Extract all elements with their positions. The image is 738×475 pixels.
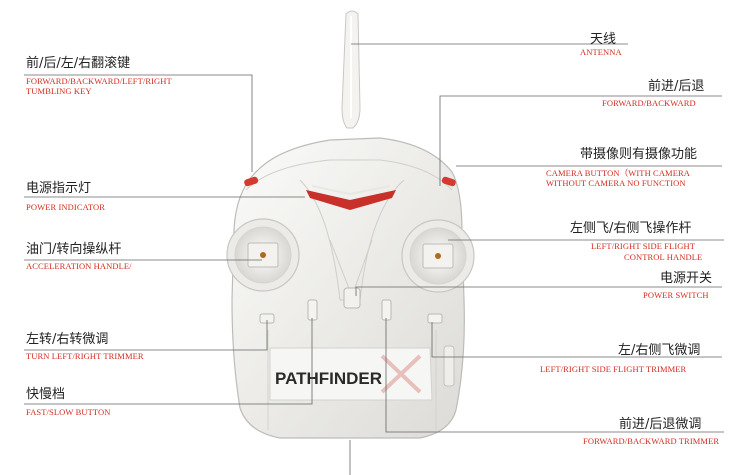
side-trimmer-label-en: LEFT/RIGHT SIDE FLIGHT TRIMMER: [540, 364, 687, 374]
acceleration-label-zh: 油门/转向操纵杆: [26, 242, 122, 257]
tumbling-key-button[interactable]: [243, 176, 259, 187]
side-slider: [443, 345, 455, 387]
tumbling-label-en-1: FORWARD/BACKWARD/LEFT/RIGHT: [26, 76, 172, 86]
tumbling-label-en-2: TUMBLING KEY: [26, 86, 92, 96]
power-switch-label-en: POWER SWITCH: [643, 290, 709, 300]
power-indicator-label-en: POWER INDICATOR: [26, 202, 106, 212]
camera-label-en-1: CAMERA BUTTON（WITH CAMERA: [546, 168, 691, 178]
side-flight-trimmer-button[interactable]: [427, 313, 443, 324]
fb-trimmer-label-en: FORWARD/BACKWARD TRIMMER: [583, 436, 720, 446]
side-flight-label-zh: 左侧飞/右侧飞操作杆: [570, 221, 692, 236]
acceleration-label-en: ACCELERATION HANDLE/: [26, 261, 132, 271]
antenna-label-en: ANTENNA: [580, 47, 622, 57]
antenna: [341, 10, 361, 129]
side-flight-label-en-2: CONTROL HANDLE: [624, 252, 703, 262]
fast-slow-label-en: FAST/SLOW BUTTON: [26, 407, 111, 417]
side-flight-label-en-1: LEFT/RIGHT SIDE FLIGHT: [591, 241, 696, 251]
fast-slow-label-zh: 快慢档: [26, 387, 66, 402]
forward-backward-label-en: FORWARD/BACKWARD: [602, 98, 696, 108]
brand-x-mark: [380, 354, 422, 394]
tumbling-label-zh: 前/后/左/右翻滚键: [26, 56, 131, 71]
power-switch[interactable]: [343, 287, 361, 309]
left-control-stick[interactable]: [226, 218, 300, 292]
camera-button[interactable]: [441, 176, 456, 187]
leader-lines: [24, 43, 724, 475]
fb-trimmer-label-zh: 前进/后退微调: [619, 417, 702, 432]
forward-backward-trimmer-button[interactable]: [381, 299, 392, 321]
turn-trimmer-label-zh: 左转/右转微调: [26, 332, 109, 347]
side-trimmer-label-zh: 左/右侧飞微调: [618, 343, 701, 358]
power-indicator-light: [306, 185, 396, 210]
camera-label-en-2: WITHOUT CAMERA NO FUNCTION: [546, 178, 686, 188]
power-switch-label-zh: 电源开关: [660, 271, 713, 286]
camera-label-zh: 带摄像则有摄像功能: [580, 147, 698, 162]
antenna-label-zh: 天线: [590, 32, 617, 47]
forward-backward-label-zh: 前进/后退: [648, 79, 705, 94]
right-control-stick[interactable]: [401, 219, 475, 293]
turn-trimmer-label-en: TURN LEFT/RIGHT TRIMMER: [26, 351, 144, 361]
power-indicator-label-zh: 电源指示灯: [26, 181, 92, 196]
brand-text: PATHFINDER: [275, 369, 382, 388]
fast-slow-button[interactable]: [307, 299, 318, 321]
